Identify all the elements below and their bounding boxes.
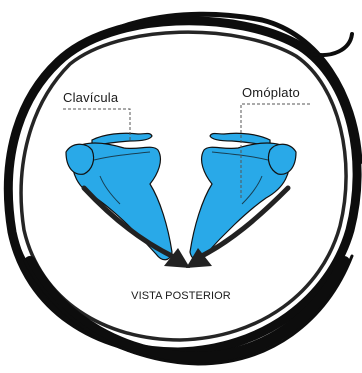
right-humeral-head xyxy=(268,144,296,174)
clavicle-label: Clavícula xyxy=(63,91,118,104)
view-caption: VISTA POSTERIOR xyxy=(0,291,362,302)
left-shoulder xyxy=(66,133,172,260)
scapula-label: Omóplato xyxy=(242,86,300,99)
left-humeral-head xyxy=(66,144,94,174)
brush-ring xyxy=(8,14,360,364)
